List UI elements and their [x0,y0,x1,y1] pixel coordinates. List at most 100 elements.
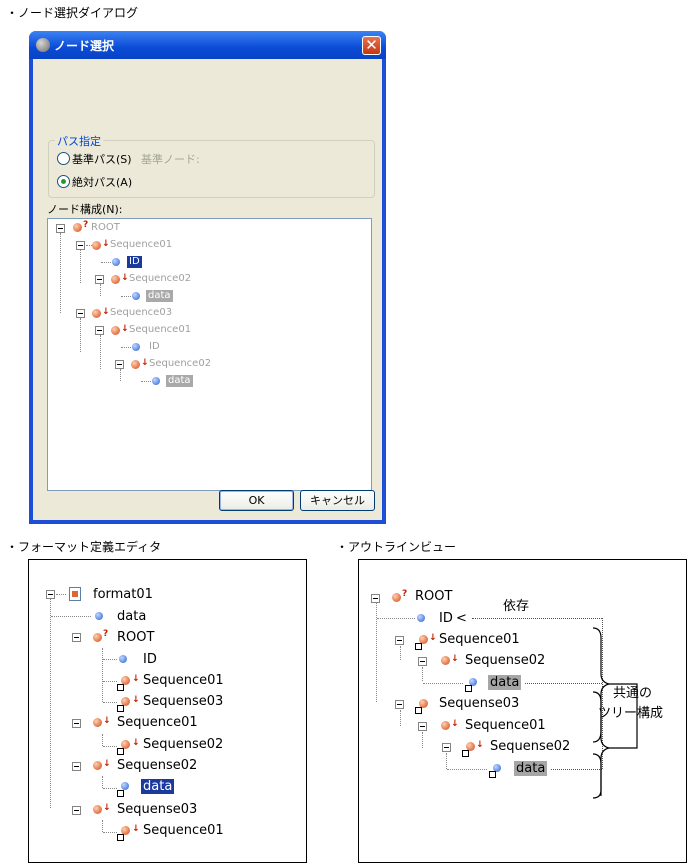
tree-node[interactable]: ID [439,611,453,626]
field-node-icon [95,612,103,620]
root-node-icon [73,223,82,232]
tree-node[interactable]: ROOT [91,222,120,233]
link-overlay-icon [489,771,496,778]
node-tree[interactable]: ? ROOT ↓ Sequence01 ID ↓ Sequence02 data [47,218,372,491]
tree-guide [376,602,377,702]
tree-node[interactable]: Sequence01 [110,239,173,250]
radio-base-path[interactable] [57,152,70,165]
collapse-toggle[interactable] [418,657,427,666]
outline-caption: ・アウトラインビュー [336,540,457,554]
tree-node-highlight[interactable]: data [146,290,173,302]
close-icon[interactable]: ✕ [362,36,381,55]
sequence-node-icon [92,309,101,318]
tree-node-selected[interactable]: ID [127,256,142,268]
collapse-toggle[interactable] [72,633,81,642]
tree-node[interactable]: Sequense02 [465,653,546,668]
tree-node-highlight[interactable]: data [488,675,522,690]
ok-button[interactable]: OK [219,490,294,511]
tree-node[interactable]: Sequense03 [143,694,224,709]
tree-node[interactable]: Sequence01 [465,718,546,733]
collapse-toggle[interactable] [395,636,404,645]
tree-node[interactable]: Sequence01 [143,823,224,838]
tree-guide [400,710,401,726]
tree-node[interactable]: ROOT [117,630,155,645]
dependency-line [602,618,603,769]
cancel-button[interactable]: キャンセル [300,490,375,511]
radio-absolute-path-label[interactable]: 絶対パス(A) [72,176,133,189]
sequence-marker-icon: ↓ [451,654,459,664]
tree-guide [102,648,103,702]
path-group-label: パス指定 [55,133,103,149]
tree-node[interactable]: data [117,609,147,624]
field-node-icon [112,258,120,266]
collapse-toggle[interactable] [395,700,404,709]
node-select-dialog: ノード選択 ✕ パス指定 基準パス(S) 基準ノード: 絶対パス(A) ノード構… [29,31,386,524]
tree-node[interactable]: ROOT [415,589,453,604]
tree-node[interactable]: Sequense02 [143,737,224,752]
format-file-icon [69,587,81,601]
collapse-toggle[interactable] [76,309,85,318]
sequence-marker-icon: ↓ [102,307,110,317]
common-tree-label-2: ツリー構成 [598,706,664,721]
sequence-marker-icon: ↓ [103,716,111,726]
collapse-toggle[interactable] [442,743,451,752]
tree-node[interactable]: Sequense03 [117,802,198,817]
tree-guide [103,702,117,703]
tree-node[interactable]: Sequence01 [439,632,520,647]
tree-guide [141,381,151,382]
collapse-toggle[interactable] [72,719,81,728]
outline-view-panel: ? ROOT ID < 依存 ↓ Sequence01 ↓ Sequense02… [358,559,687,863]
brace-bracket-icon [592,691,610,799]
app-icon [36,38,50,52]
sequence-node-icon [92,241,101,250]
tree-guide [103,832,117,833]
collapse-toggle[interactable] [46,590,55,599]
collapse-toggle[interactable] [95,326,104,335]
sequence-node-icon [131,360,140,369]
tree-guide [103,788,117,789]
tree-guide [121,296,131,297]
tree-node[interactable]: Sequence02 [129,273,192,284]
field-node-icon [121,782,129,790]
tree-node-highlight[interactable]: data [514,761,548,776]
sequence-marker-icon: ↓ [141,358,149,368]
tree-node[interactable]: ID [143,652,157,667]
tree-node[interactable]: Sequence01 [117,715,198,730]
tree-node[interactable]: Sequence02 [149,358,212,369]
link-overlay-icon [465,685,472,692]
collapse-toggle[interactable] [56,224,65,233]
tree-node-highlight[interactable]: data [166,375,193,387]
sequence-marker-icon: ↓ [132,824,140,834]
tree-node[interactable]: Sequense02 [117,758,198,773]
tree-node-selected[interactable]: data [141,779,175,794]
tree-node[interactable]: ID [149,341,160,352]
sequence-node-icon [111,326,120,335]
tree-node[interactable]: Sequence01 [143,673,224,688]
field-node-icon [132,292,140,300]
tree-node[interactable]: Sequence01 [129,324,192,335]
tree-guide [121,347,131,348]
tree-guide [86,245,92,246]
collapse-toggle[interactable] [95,275,104,284]
tree-node[interactable]: Sequense03 [439,696,520,711]
collapse-toggle[interactable] [115,360,124,369]
tree-guide [51,616,91,617]
tree-node[interactable]: Sequense02 [490,739,571,754]
radio-base-path-label[interactable]: 基準パス(S) [72,153,132,166]
tree-node[interactable]: format01 [93,587,153,602]
tree-guide [422,667,423,681]
radio-absolute-path[interactable] [57,175,70,188]
tree-node[interactable]: Sequence03 [110,307,173,318]
collapse-toggle[interactable] [72,762,81,771]
tree-guide [102,776,103,788]
collapse-toggle[interactable] [72,806,81,815]
link-overlay-icon [415,643,422,650]
sequence-node-icon [93,805,102,814]
tree-guide [102,820,103,832]
sequence-marker-icon: ↓ [103,759,111,769]
sequence-node-icon [111,275,120,284]
collapse-toggle[interactable] [371,594,380,603]
tree-guide [56,594,66,595]
collapse-toggle[interactable] [76,241,85,250]
collapse-toggle[interactable] [418,722,427,731]
